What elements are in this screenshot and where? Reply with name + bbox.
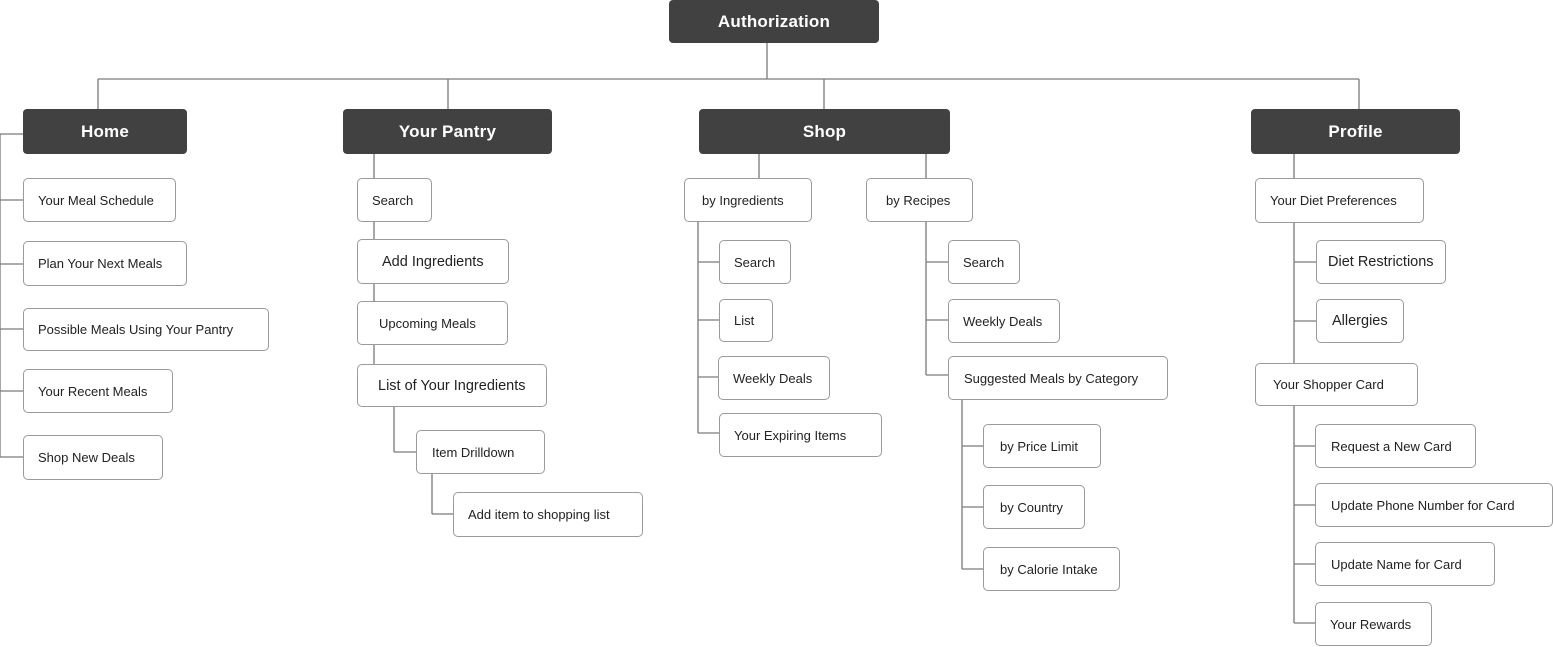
profile-shopper-card[interactable]: Your Shopper Card (1255, 363, 1418, 406)
profile-diet-restrictions[interactable]: Diet Restrictions (1316, 240, 1446, 284)
profile-card-request-new[interactable]: Request a New Card (1315, 424, 1476, 468)
pantry-item-upcoming-meals[interactable]: Upcoming Meals (357, 301, 508, 345)
shop-recipes-suggested-meals[interactable]: Suggested Meals by Category (948, 356, 1168, 400)
home-item-recent-meals[interactable]: Your Recent Meals (23, 369, 173, 413)
shop-recipes-weekly-deals[interactable]: Weekly Deals (948, 299, 1060, 343)
pantry-item-list-ingredients[interactable]: List of Your Ingredients (357, 364, 547, 407)
home-item-shop-new-deals[interactable]: Shop New Deals (23, 435, 163, 480)
pantry-item-add-to-shopping-list[interactable]: Add item to shopping list (453, 492, 643, 537)
pantry-item-search[interactable]: Search (357, 178, 432, 222)
home-node[interactable]: Home (23, 109, 187, 154)
pantry-node[interactable]: Your Pantry (343, 109, 552, 154)
shop-ingredients-search[interactable]: Search (719, 240, 791, 284)
profile-card-update-phone[interactable]: Update Phone Number for Card (1315, 483, 1553, 527)
profile-node[interactable]: Profile (1251, 109, 1460, 154)
profile-card-rewards[interactable]: Your Rewards (1315, 602, 1432, 646)
shop-ingredients-list[interactable]: List (719, 299, 773, 342)
shop-category-price-limit[interactable]: by Price Limit (983, 424, 1101, 468)
profile-diet-preferences[interactable]: Your Diet Preferences (1255, 178, 1424, 223)
profile-allergies[interactable]: Allergies (1316, 299, 1404, 343)
home-item-plan-next-meals[interactable]: Plan Your Next Meals (23, 241, 187, 286)
home-item-meal-schedule[interactable]: Your Meal Schedule (23, 178, 176, 222)
shop-ingredients-expiring-items[interactable]: Your Expiring Items (719, 413, 882, 457)
shop-by-recipes-node[interactable]: by Recipes (866, 178, 973, 222)
profile-card-update-name[interactable]: Update Name for Card (1315, 542, 1495, 586)
authorization-node[interactable]: Authorization (669, 0, 879, 43)
pantry-item-add-ingredients[interactable]: Add Ingredients (357, 239, 509, 284)
shop-category-calorie-intake[interactable]: by Calorie Intake (983, 547, 1120, 591)
shop-category-country[interactable]: by Country (983, 485, 1085, 529)
shop-ingredients-weekly-deals[interactable]: Weekly Deals (718, 356, 830, 400)
pantry-item-drilldown[interactable]: Item Drilldown (416, 430, 545, 474)
shop-recipes-search[interactable]: Search (948, 240, 1020, 284)
shop-node[interactable]: Shop (699, 109, 950, 154)
home-item-possible-meals[interactable]: Possible Meals Using Your Pantry (23, 308, 269, 351)
shop-by-ingredients-node[interactable]: by Ingredients (684, 178, 812, 222)
